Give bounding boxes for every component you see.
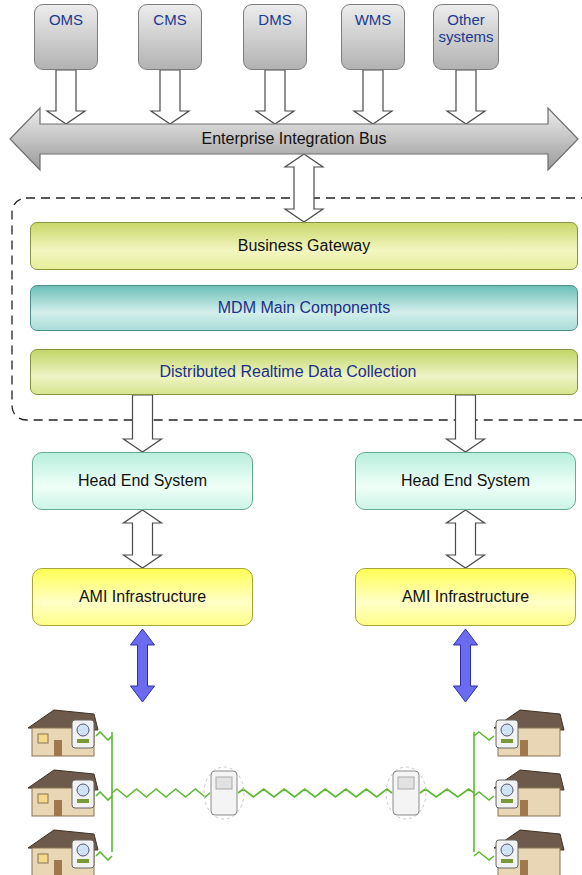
house-icon: [494, 710, 564, 756]
blue-double-arrow: [454, 629, 478, 702]
radio-link: [96, 732, 112, 740]
hollow-arrow-connector: [151, 70, 189, 124]
meter-field-illustration: [28, 710, 564, 875]
hollow-arrow-connector: [354, 70, 392, 124]
node-label: Business Gateway: [238, 237, 371, 255]
node-label: WMS: [355, 11, 392, 28]
integration-bus: Enterprise Integration Bus: [10, 108, 578, 170]
house-icon: [28, 770, 98, 816]
collection-band: Distributed Realtime Data Collection: [30, 349, 578, 395]
gateway-band: Business Gateway: [30, 222, 578, 270]
radio-link: [474, 792, 494, 800]
hollow-arrow-connector: [124, 395, 162, 452]
collector-device: [386, 767, 426, 819]
node-label: Other systems: [436, 11, 496, 46]
hollow-arrow-connector: [285, 154, 323, 222]
node-label: CMS: [153, 11, 186, 28]
system-box: Other systems: [433, 4, 499, 70]
node-label: AMI Infrastructure: [79, 588, 206, 606]
ami-box: AMI Infrastructure: [355, 568, 576, 626]
radio-link: [96, 852, 112, 860]
house-icon: [494, 830, 564, 875]
radio-link: [420, 789, 474, 797]
node-label: OMS: [49, 11, 83, 28]
node-label: MDM Main Components: [218, 299, 391, 317]
hollow-arrow-connector: [124, 510, 162, 568]
bus-outline: [10, 108, 578, 170]
node-label: DMS: [258, 11, 291, 28]
house-icon: [28, 830, 98, 875]
radio-link: [474, 732, 494, 740]
node-label: Enterprise Integration Bus: [202, 130, 387, 148]
radio-link: [474, 852, 494, 860]
house-icon: [28, 710, 98, 756]
house-icon: [494, 770, 564, 816]
head-end-box: Head End System: [32, 452, 253, 510]
collector-device: [204, 767, 244, 819]
hollow-arrow-connector: [47, 70, 85, 124]
node-label: Head End System: [401, 472, 530, 490]
node-label: Distributed Realtime Data Collection: [160, 363, 417, 381]
hollow-arrow-connector: [447, 395, 485, 452]
hollow-arrow-connector: [256, 70, 294, 124]
radio-link: [96, 792, 112, 800]
system-box: OMS: [34, 4, 98, 70]
hollow-arrow-connector: [447, 510, 485, 568]
hollow-arrow-connector: [447, 70, 485, 124]
radio-link: [238, 789, 392, 797]
mdm-dashed-region: [12, 198, 582, 420]
system-box: CMS: [138, 4, 202, 70]
system-box: DMS: [243, 4, 307, 70]
component-band: MDM Main Components: [30, 285, 578, 331]
ami-link-arrows: [131, 629, 478, 702]
blue-double-arrow: [131, 629, 155, 702]
head-end-box: Head End System: [355, 452, 576, 510]
ami-box: AMI Infrastructure: [32, 568, 253, 626]
system-box: WMS: [341, 4, 405, 70]
radio-link: [112, 789, 210, 797]
node-label: AMI Infrastructure: [402, 588, 529, 606]
node-label: Head End System: [78, 472, 207, 490]
